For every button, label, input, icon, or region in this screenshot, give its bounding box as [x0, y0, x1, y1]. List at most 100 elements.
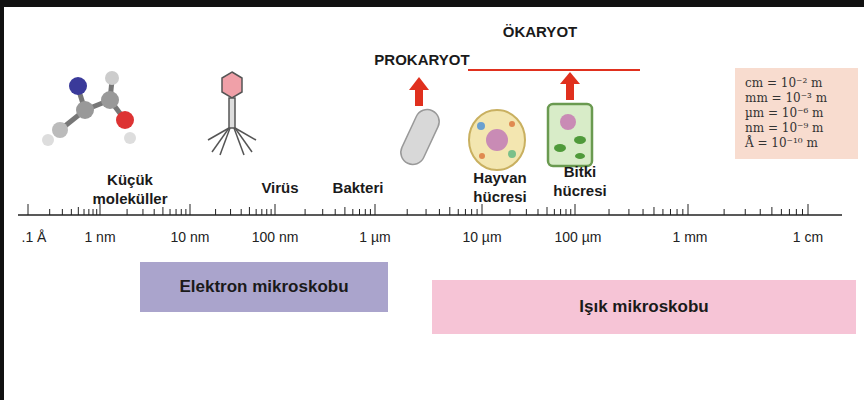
tick	[628, 209, 629, 215]
arrow-head	[409, 77, 429, 90]
tick	[771, 207, 772, 215]
tick	[170, 209, 171, 215]
tick	[688, 204, 689, 215]
tick	[305, 209, 306, 215]
item-label: Virüs	[245, 178, 315, 197]
tick	[789, 209, 790, 215]
tick	[560, 209, 561, 215]
tick	[565, 209, 566, 215]
tick	[745, 209, 746, 215]
unit-box: cm = 10⁻² mmm = 10⁻³ mµm = 10⁻⁶ mnm = 10…	[735, 68, 858, 159]
band-label: Işık mikroskobu	[579, 297, 708, 317]
tick	[465, 209, 466, 215]
tick	[71, 209, 72, 215]
tick	[271, 209, 272, 215]
tick	[256, 209, 257, 215]
band-label: Elektron mikroskobu	[179, 277, 348, 297]
tick	[808, 204, 809, 215]
tick	[426, 209, 427, 215]
tick	[471, 209, 472, 215]
scale-label: 1 nm	[84, 228, 115, 247]
tick	[802, 209, 803, 215]
item-label: Bitki hücresi	[540, 162, 620, 200]
scale-label: 1 mm	[673, 228, 708, 247]
unit-line: nm = 10⁻⁹ m	[745, 121, 823, 136]
item-label: ÖKARYOT	[485, 22, 595, 41]
tick	[796, 209, 797, 215]
scale-label: 100 nm	[252, 228, 299, 247]
scale-label: 10 µm	[462, 228, 501, 247]
scale-axis	[18, 214, 842, 216]
animal-cell-icon	[469, 110, 525, 170]
frame-left	[0, 0, 4, 400]
molecule-icon	[42, 71, 136, 146]
scale-label: .1 Å	[22, 228, 47, 247]
tick	[547, 207, 548, 215]
frame-top	[0, 0, 864, 7]
tick	[215, 209, 216, 215]
tick	[127, 209, 128, 215]
tick	[526, 209, 527, 215]
arrow-shaft	[415, 88, 423, 106]
tick	[449, 207, 450, 215]
tick	[162, 207, 163, 215]
tick	[93, 209, 94, 215]
tick	[477, 209, 478, 215]
tick	[335, 209, 336, 215]
unit-line: mm = 10⁻³ m	[745, 91, 827, 106]
tick	[670, 209, 671, 215]
tick	[662, 209, 663, 215]
tick	[230, 209, 231, 215]
tick	[154, 209, 155, 215]
tick	[554, 209, 555, 215]
tick	[439, 209, 440, 215]
arrow-shaft	[566, 82, 574, 100]
tick	[537, 209, 538, 215]
tick	[458, 209, 459, 215]
tick	[261, 209, 262, 215]
tick	[352, 209, 353, 215]
tick	[570, 209, 571, 215]
tick	[653, 207, 654, 215]
item-label: Bakteri	[318, 178, 398, 197]
tick	[241, 209, 242, 215]
tick	[407, 209, 408, 215]
unit-line: µm = 10⁻⁶ m	[745, 106, 823, 121]
arrow-head	[560, 72, 580, 84]
tick	[575, 204, 576, 215]
tick	[365, 209, 366, 215]
tick	[682, 209, 683, 215]
eukaryote-bar	[468, 69, 640, 71]
tick	[375, 204, 376, 215]
tick	[509, 209, 510, 215]
tick	[78, 207, 79, 215]
tick	[781, 209, 782, 215]
tick	[185, 209, 186, 215]
scale-label: 1 cm	[793, 228, 823, 247]
unit-line: Å = 10⁻¹⁰ m	[745, 136, 818, 151]
plant-cell-icon	[548, 104, 592, 166]
tick	[322, 209, 323, 215]
tick	[760, 209, 761, 215]
scale-label: 1 µm	[359, 228, 390, 247]
tick	[28, 204, 29, 215]
scale-label: 100 µm	[555, 228, 602, 247]
tick	[96, 209, 97, 215]
tick	[181, 209, 182, 215]
tick	[359, 209, 360, 215]
microscope-band: Işık mikroskobu	[432, 280, 856, 334]
unit-line: cm = 10⁻² m	[745, 76, 822, 91]
tick	[266, 209, 267, 215]
item-label: PROKARYOT	[367, 50, 477, 69]
tick	[482, 204, 483, 215]
tick	[88, 209, 89, 215]
tick	[609, 209, 610, 215]
tick	[176, 209, 177, 215]
scale-label: 10 nm	[171, 228, 210, 247]
tick	[49, 209, 50, 215]
bacterium-icon	[397, 106, 443, 169]
item-label: Küçük moleküller	[85, 170, 175, 208]
tick	[724, 209, 725, 215]
tick	[370, 209, 371, 215]
tick	[84, 209, 85, 215]
